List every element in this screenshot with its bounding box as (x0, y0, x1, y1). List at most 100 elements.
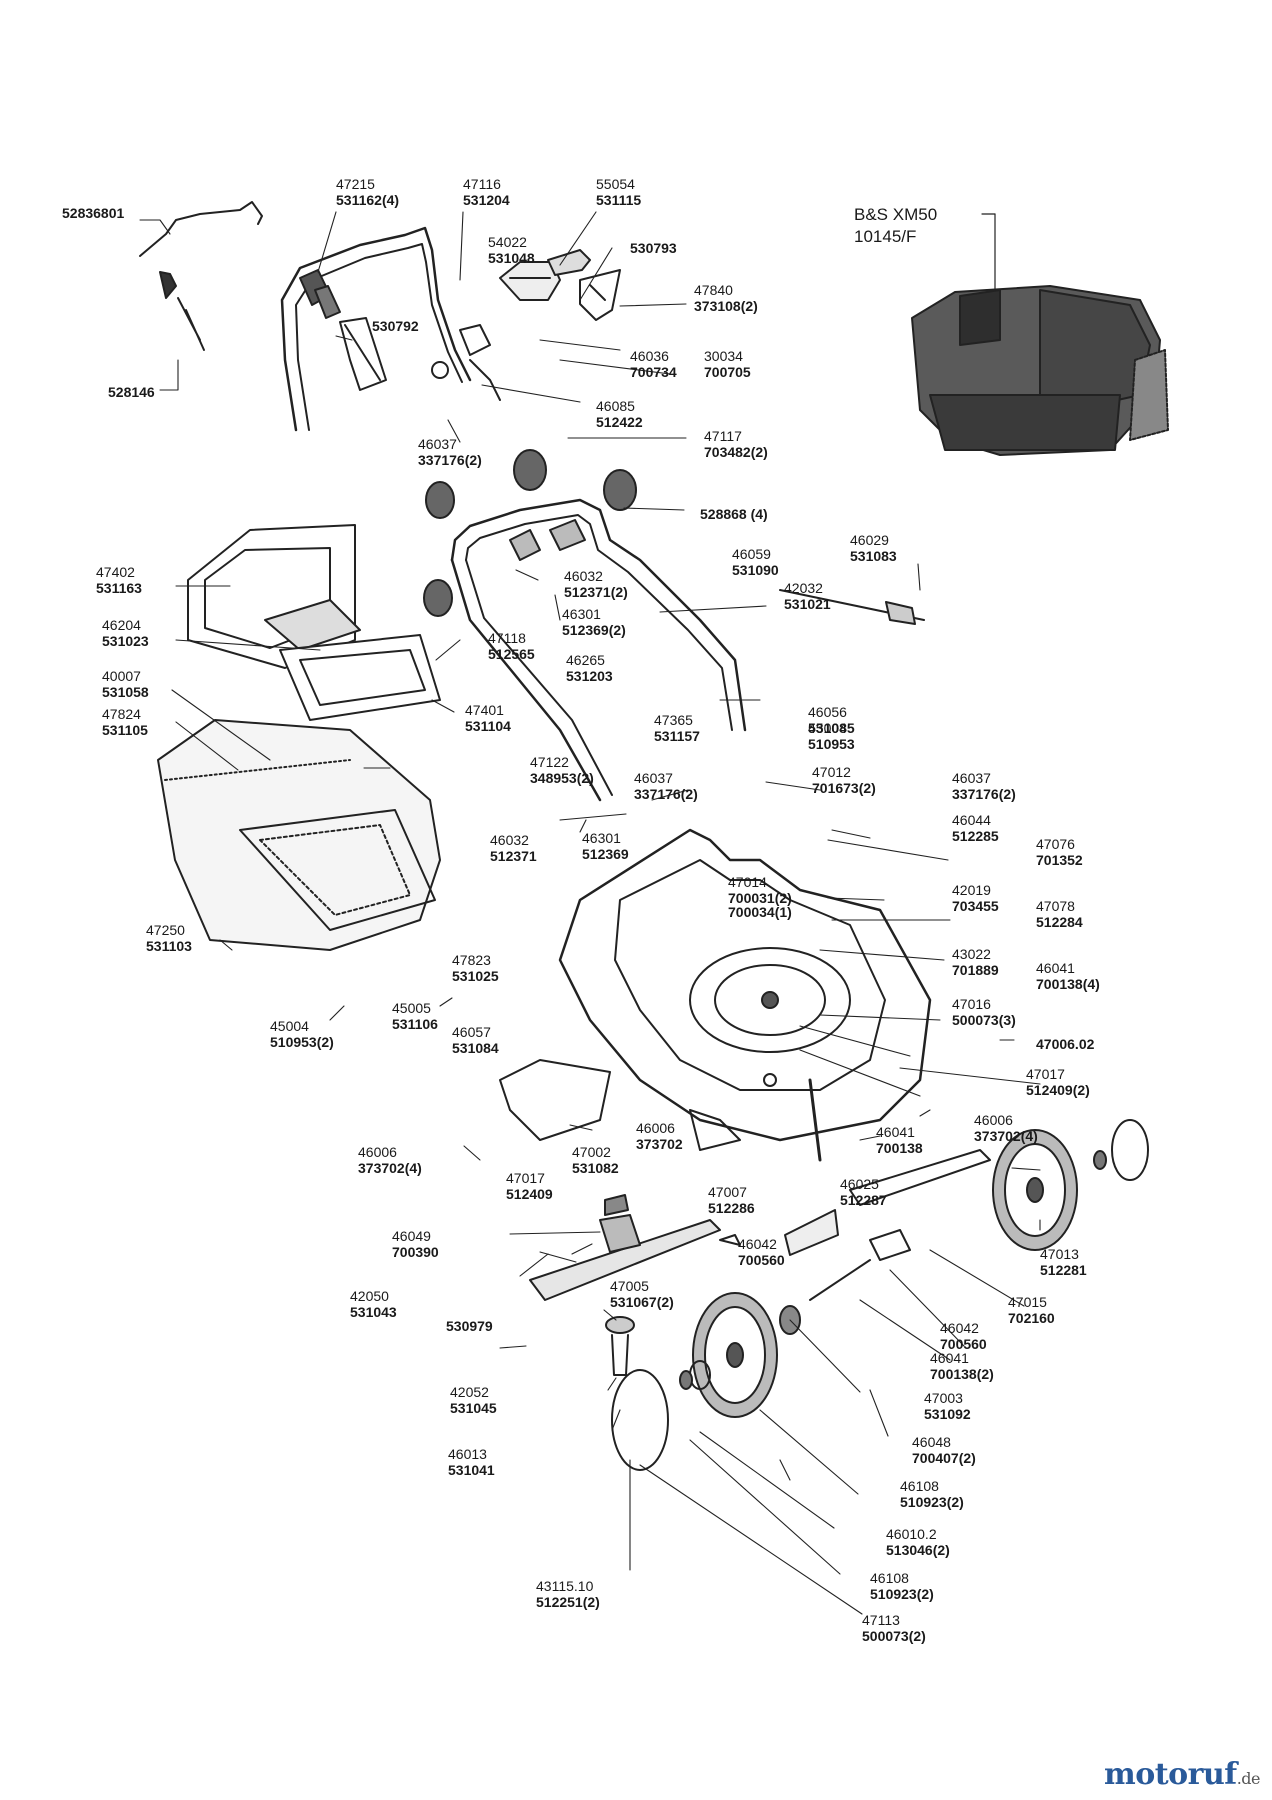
mower-deck-drawing (499, 828, 932, 1151)
part-code: 700138(2) (930, 1366, 994, 1382)
part-code: 512369 (582, 846, 629, 862)
grass-bag-drawing (157, 524, 441, 951)
engine-label: B&S XM50 10145/F (854, 204, 937, 248)
part-code: 531085 (808, 720, 855, 736)
part-number: 46049 (392, 1228, 431, 1244)
part-number: 46013 (448, 1446, 487, 1462)
part-number: 47840 (694, 282, 733, 298)
part-code: 531048 (488, 250, 535, 266)
part-number: 46301 (582, 830, 621, 846)
part-code: 531043 (350, 1304, 397, 1320)
part-number: 54022 (488, 234, 527, 250)
part-code: 531067(2) (610, 1294, 674, 1310)
part-number: 47078 (1036, 898, 1075, 914)
part-label: 47006.02 (1036, 1036, 1094, 1052)
part-code: 512371 (490, 848, 537, 864)
part-number: 46059 (732, 546, 771, 562)
part-code: 512285 (952, 828, 999, 844)
handle-knobs-drawing (423, 449, 637, 617)
part-code: 531203 (566, 668, 613, 684)
part-number: 45005 (392, 1000, 431, 1016)
part-code: 530979 (446, 1318, 493, 1334)
part-number: 47402 (96, 564, 135, 580)
part-number: 47113 (862, 1612, 900, 1628)
part-code: 702160 (1008, 1310, 1055, 1326)
part-code: 373702(4) (358, 1160, 422, 1176)
part-number: 46042 (738, 1236, 777, 1252)
part-number: 47824 (102, 706, 141, 722)
blade-drawing (529, 1194, 721, 1471)
part-number: 42050 (350, 1288, 389, 1304)
part-code: 512422 (596, 414, 643, 430)
part-number: 47122 (530, 754, 569, 770)
part-code: 348953(2) (530, 770, 594, 786)
part-code: 337176(2) (418, 452, 482, 468)
part-code: 700734 (630, 364, 677, 380)
brand-tld: .de (1236, 1769, 1261, 1788)
part-number: 47250 (146, 922, 185, 938)
part-number: 47003 (924, 1390, 963, 1406)
part-label: 528868 (4) (700, 506, 768, 522)
part-number: 47017 (1026, 1066, 1065, 1082)
part-number: 46006 (974, 1112, 1013, 1128)
part-code: 531157 (654, 728, 700, 744)
part-number: 46037 (952, 770, 991, 786)
part-number: 40007 (102, 668, 141, 684)
part-code: 531104 (465, 718, 511, 734)
part-code: 531163 (96, 580, 142, 596)
part-number: 47014 (728, 874, 767, 890)
part-code: 512369(2) (562, 622, 626, 638)
part-number: 47012 (812, 764, 851, 780)
brand-name: motoruf (1104, 1757, 1237, 1792)
part-number: 47007 (708, 1184, 747, 1200)
part-number: 46301 (562, 606, 601, 622)
part-number: 47013 (1040, 1246, 1079, 1262)
part-code: 500073(2) (862, 1628, 926, 1644)
part-code: 700407(2) (912, 1450, 976, 1466)
part-code: 531084 (452, 1040, 499, 1056)
part-number: 46032 (564, 568, 603, 584)
part-number: 46025 (840, 1176, 879, 1192)
part-code: 512251(2) (536, 1594, 600, 1610)
part-number: 46029 (850, 532, 889, 548)
part-code: 512287 (840, 1192, 887, 1208)
part-code: 530793 (630, 240, 677, 256)
part-number: 46265 (566, 652, 605, 668)
part-code: 703482(2) (704, 444, 768, 460)
part-number: 46006 (358, 1144, 397, 1160)
part-code: 512281 (1040, 1262, 1087, 1278)
part-number: 47005 (610, 1278, 649, 1294)
part-number: 47016 (952, 996, 991, 1012)
part-number: 46041 (876, 1124, 915, 1140)
part-label: 700034(1) (728, 904, 792, 920)
part-number: 47365 (654, 712, 693, 728)
front-wheel-drawing (679, 1292, 801, 1418)
